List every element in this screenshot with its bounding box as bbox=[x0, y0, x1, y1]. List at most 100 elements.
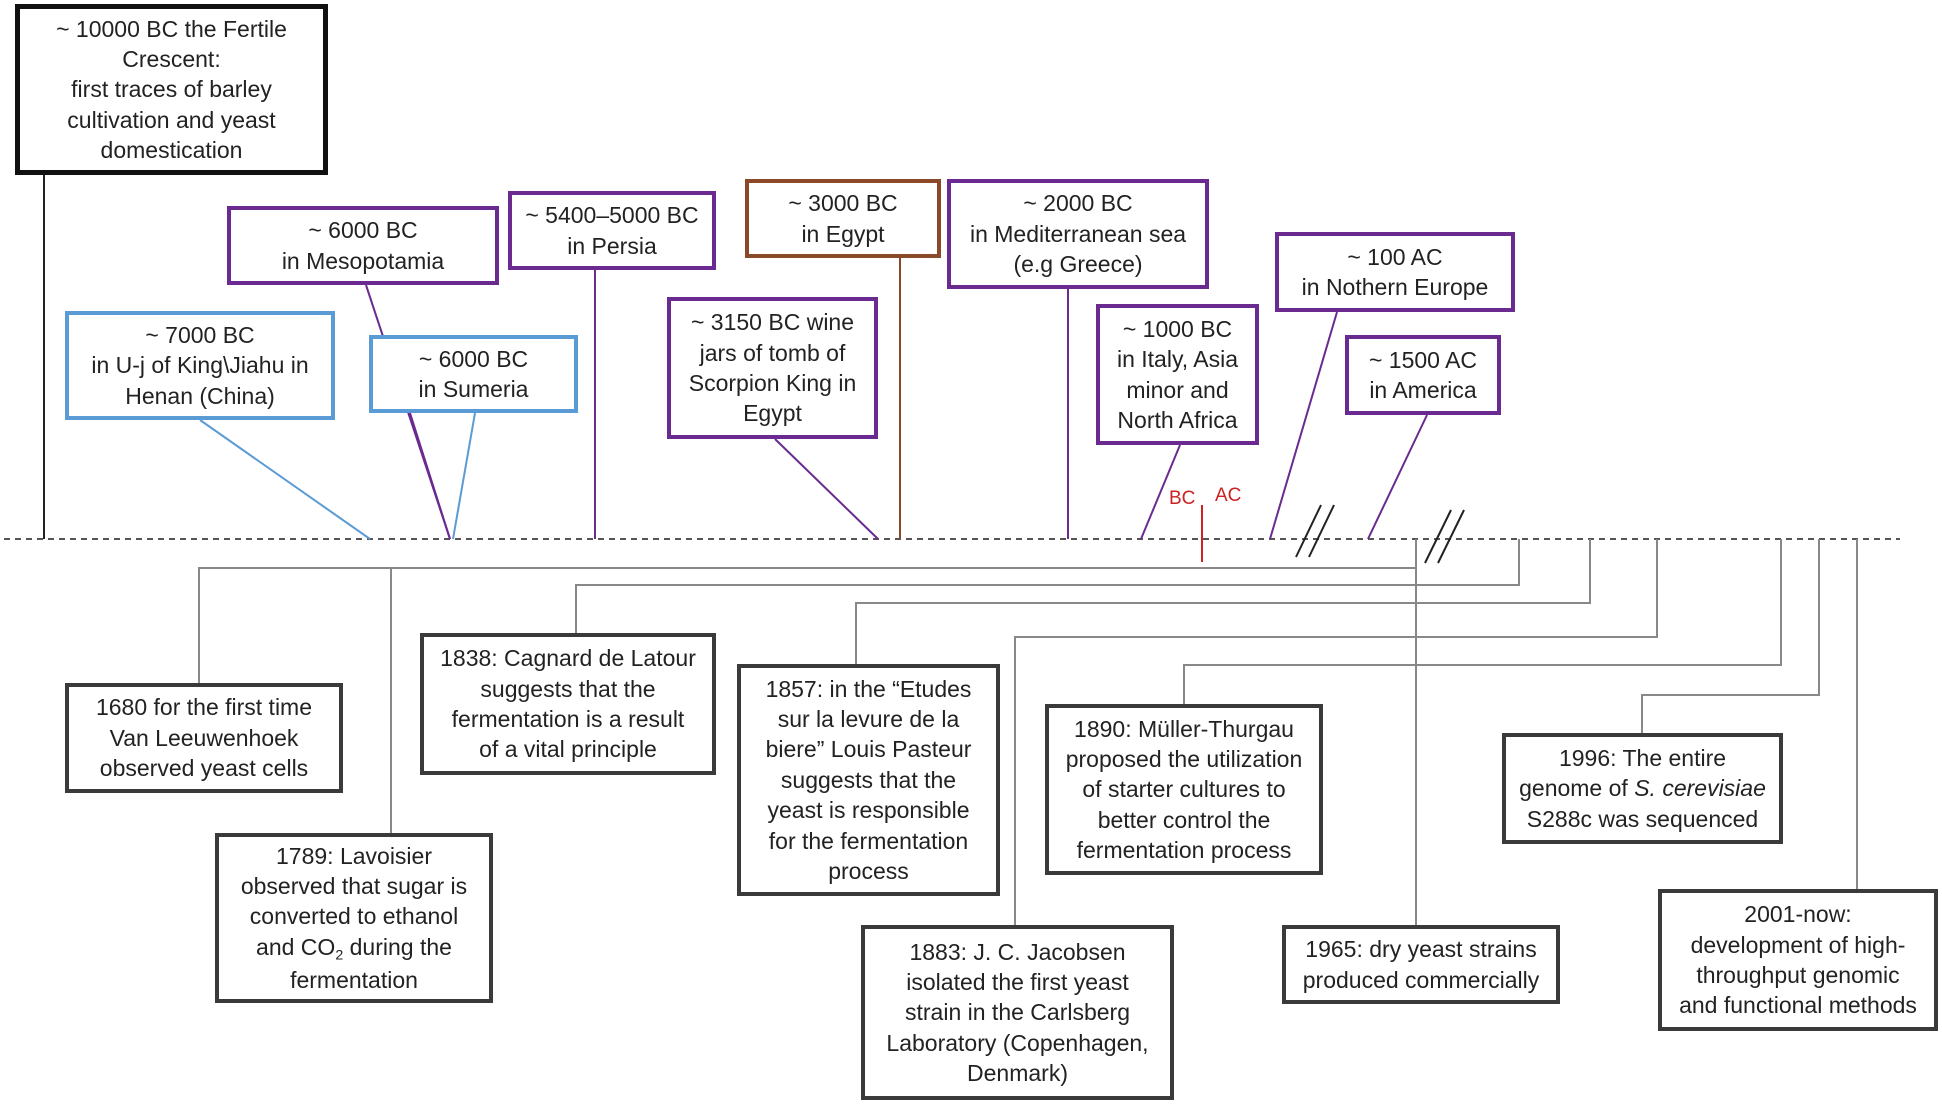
species-name: S. cerevisiae bbox=[1634, 775, 1766, 802]
connector-3150bc bbox=[774, 438, 879, 540]
event-1965-line1: 1965: dry yeast strains bbox=[1305, 936, 1537, 963]
event-2000bc: ~ 2000 BC in Mediterranean sea (e.g Gree… bbox=[947, 179, 1209, 289]
event-1500ac: ~ 1500 AC in America bbox=[1345, 335, 1501, 415]
event-1838-line4: of a vital principle bbox=[479, 736, 657, 763]
event-1890-line2: proposed the utilization bbox=[1065, 745, 1303, 772]
event-6000bc-sumeria-line1: ~ 6000 BC bbox=[418, 345, 529, 372]
event-1857-line7: process bbox=[828, 857, 909, 884]
event-6000bc-meso-line1: ~ 6000 BC bbox=[308, 217, 418, 244]
connector-1500ac bbox=[1367, 414, 1428, 540]
event-5400bc-line1: ~ 5400–5000 BC bbox=[525, 202, 699, 229]
connector-1883 bbox=[1014, 539, 1658, 925]
event-3000bc-line2: in Egypt bbox=[801, 220, 885, 247]
event-2001-line3: throughput genomic bbox=[1696, 962, 1900, 988]
event-1857-line5: yeast is responsible bbox=[767, 797, 970, 824]
event-3150bc-line3: Scorpion King in bbox=[688, 370, 857, 396]
event-1000bc-line1: ~ 1000 BC bbox=[1122, 315, 1233, 342]
event-1500ac-line2: in America bbox=[1369, 377, 1477, 403]
event-1000bc-line4: North Africa bbox=[1117, 406, 1238, 433]
axis-break-left bbox=[1295, 504, 1335, 558]
event-100ac: ~ 100 AC in Nothern Europe bbox=[1275, 232, 1515, 312]
event-1789: 1789: Lavoisier observed that sugar is c… bbox=[215, 833, 493, 1003]
event-6000bc-sumeria-line2: in Sumeria bbox=[418, 376, 529, 402]
event-1890-line1: 1890: Müller-Thurgau bbox=[1074, 715, 1294, 742]
event-10000bc-line4: cultivation and yeast bbox=[67, 106, 276, 133]
connector-1890 bbox=[1183, 539, 1782, 704]
connector-6000bc-sumeria-b bbox=[452, 412, 476, 540]
event-10000bc-line2: Crescent: bbox=[122, 45, 221, 72]
event-6000bc-mesopotamia: ~ 6000 BC in Mesopotamia bbox=[227, 206, 499, 285]
connector-1838 bbox=[575, 539, 1520, 633]
event-1996-line1: 1996: The entire bbox=[1558, 744, 1727, 771]
bc-label: BC bbox=[1169, 488, 1196, 509]
event-2000bc-line2: in Mediterranean sea bbox=[969, 220, 1187, 247]
event-6000bc-sumeria: ~ 6000 BC in Sumeria bbox=[369, 335, 578, 413]
event-100ac-line2: in Nothern Europe bbox=[1301, 274, 1489, 300]
event-1965-line2: produced commercially bbox=[1302, 966, 1540, 993]
event-1000bc: ~ 1000 BC in Italy, Asia minor and North… bbox=[1096, 304, 1259, 445]
event-6000bc-meso-line2: in Mesopotamia bbox=[281, 247, 445, 274]
event-7000bc: ~ 7000 BC in U-j of King\Jiahu in Henan … bbox=[65, 311, 335, 420]
connector-1000bc bbox=[1140, 444, 1181, 540]
event-100ac-line1: ~ 100 AC bbox=[1347, 243, 1443, 270]
event-1789-line1: 1789: Lavoisier bbox=[276, 842, 432, 869]
event-1965: 1965: dry yeast strains produced commerc… bbox=[1282, 925, 1560, 1004]
ac-label: AC bbox=[1215, 485, 1242, 506]
event-7000bc-line2: in U-j of King\Jiahu in bbox=[91, 352, 309, 379]
event-10000bc: ~ 10000 BC the Fertile Crescent: first t… bbox=[15, 4, 328, 175]
event-3150bc-line4: Egypt bbox=[743, 400, 802, 427]
event-1883-line5: Denmark) bbox=[967, 1060, 1068, 1087]
event-1500ac-line1: ~ 1500 AC bbox=[1368, 346, 1478, 373]
event-10000bc-line5: domestication bbox=[100, 137, 243, 164]
event-1890: 1890: Müller-Thurgau proposed the utiliz… bbox=[1045, 704, 1323, 875]
event-1838-line1: 1838: Cagnard de Latour bbox=[440, 645, 696, 672]
event-1857-line3: biere” Louis Pasteur bbox=[765, 736, 972, 763]
event-2000bc-line1: ~ 2000 BC bbox=[1023, 190, 1133, 217]
event-1838: 1838: Cagnard de Latour suggests that th… bbox=[420, 633, 716, 775]
connector-1857 bbox=[855, 539, 1591, 664]
axis-break-right bbox=[1424, 509, 1465, 564]
event-1996-line2: genome of S. cerevisiae bbox=[1519, 773, 1766, 803]
event-1996-line3: S288c was sequenced bbox=[1526, 805, 1759, 832]
event-3150bc-line2: jars of tomb of bbox=[699, 339, 846, 366]
event-7000bc-line1: ~ 7000 BC bbox=[145, 321, 255, 348]
event-1789-line3: converted to ethanol bbox=[249, 903, 459, 930]
event-2000bc-line3: (e.g Greece) bbox=[1013, 251, 1143, 278]
event-1838-line2: suggests that the bbox=[480, 675, 656, 702]
event-2001-line2: development of high- bbox=[1690, 931, 1906, 958]
event-1680: 1680 for the first time Van Leeuwenhoek … bbox=[65, 683, 343, 793]
event-1996: 1996: The entire genome of S. cerevisiae… bbox=[1502, 733, 1783, 844]
event-5400bc-line2: in Persia bbox=[567, 232, 657, 259]
event-7000bc-line3: Henan (China) bbox=[125, 382, 275, 409]
event-1857-line4: suggests that the bbox=[780, 766, 957, 793]
event-1883: 1883: J. C. Jacobsen isolated the first … bbox=[861, 925, 1174, 1100]
event-1789-line2: observed that sugar is bbox=[240, 873, 468, 900]
connector-100ac bbox=[1269, 311, 1338, 540]
event-1680-line3: observed yeast cells bbox=[99, 755, 309, 782]
event-3000bc: ~ 3000 BC in Egypt bbox=[745, 179, 941, 258]
event-1883-line1: 1883: J. C. Jacobsen bbox=[909, 938, 1126, 965]
event-1000bc-line2: in Italy, Asia bbox=[1116, 346, 1239, 373]
event-3000bc-line1: ~ 3000 BC bbox=[788, 190, 898, 217]
co2-prefix: and CO bbox=[256, 933, 336, 960]
event-10000bc-line3: first traces of barley bbox=[71, 76, 272, 103]
event-3150bc-line1: ~ 3150 BC wine bbox=[690, 309, 855, 336]
event-1857: 1857: in the “Etudes sur la levure de la… bbox=[737, 664, 1000, 896]
event-1838-line3: fermentation is a result bbox=[451, 706, 685, 732]
event-3150bc: ~ 3150 BC wine jars of tomb of Scorpion … bbox=[667, 297, 878, 439]
connector-7000bc bbox=[199, 419, 371, 540]
event-1883-line3: strain in the Carlsberg bbox=[905, 999, 1130, 1026]
co2-suffix: during the bbox=[343, 933, 452, 960]
event-1000bc-line3: minor and bbox=[1126, 376, 1229, 403]
event-1883-line2: isolated the first yeast bbox=[906, 968, 1129, 995]
event-1890-line5: fermentation process bbox=[1076, 837, 1292, 864]
connector-6000bc-sumeria-a bbox=[409, 412, 451, 540]
event-1857-line2: sur la levure de la bbox=[777, 706, 960, 733]
connector-1680 bbox=[198, 539, 1417, 683]
genome-prefix: genome of bbox=[1519, 775, 1635, 802]
event-1890-line3: of starter cultures to bbox=[1082, 776, 1286, 803]
event-1857-line6: for the fermentation bbox=[768, 827, 969, 854]
event-1857-line1: 1857: in the “Etudes bbox=[765, 675, 972, 702]
